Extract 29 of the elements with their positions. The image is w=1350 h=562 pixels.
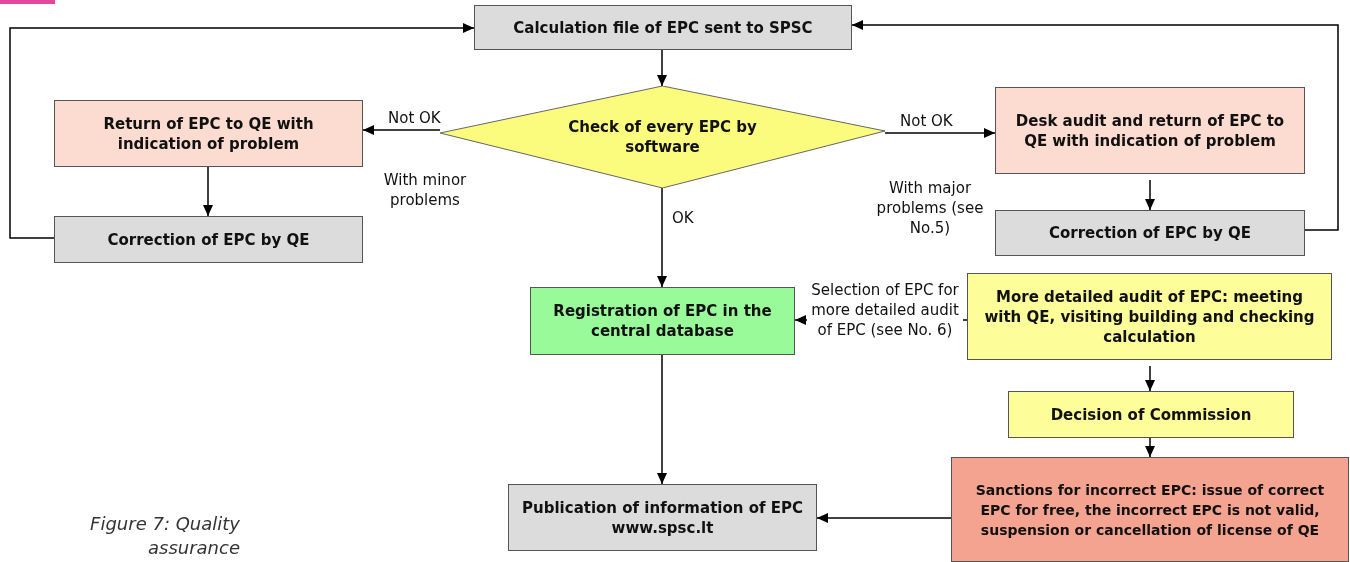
- edge-label: OK: [672, 208, 694, 229]
- arrow: [1145, 437, 1155, 458]
- process-box: Correction of EPC by QE: [995, 210, 1305, 256]
- arrow: [851, 20, 1339, 231]
- edge-label: Not OK: [900, 111, 953, 132]
- process-box: Calculation file of EPC sent to SPSC: [474, 5, 852, 50]
- arrow: [1145, 179, 1155, 211]
- process-box: Registration of EPC in the central database: [530, 287, 795, 355]
- arrow: [1145, 365, 1155, 392]
- annotation-text: With minor problems: [382, 170, 468, 210]
- arrow: [203, 166, 213, 217]
- process-box: Decision of Commission: [1008, 391, 1294, 438]
- arrow: [657, 187, 667, 288]
- arrow: [362, 125, 441, 135]
- arrow: [657, 49, 667, 87]
- process-box: More detailed audit of EPC: meeting with QE, visiting building and checking calculation: [967, 273, 1332, 360]
- edge-label: Selection of EPC for more detailed audit of EPC (see No. 6): [807, 280, 963, 340]
- process-box: Sanctions for incorrect EPC: issue of correct EPC for free, the incorrect EPC is not valid, suspension or cancellation of license of QE: [951, 457, 1349, 562]
- arrow: [816, 513, 952, 523]
- process-box: Return of EPC to QE with indication of problem: [54, 100, 363, 167]
- annotation-text: With major problems (see No.5): [875, 178, 985, 238]
- figure-caption: Figure 7: Quality assurance: [89, 512, 240, 560]
- process-box: Desk audit and return of EPC to QE with indication of problem: [995, 87, 1305, 174]
- process-box: Correction of EPC by QE: [54, 216, 363, 263]
- arrow: [9, 23, 475, 239]
- process-box: Publication of information of EPC www.spsc.lt: [508, 484, 817, 551]
- edge-label: Not OK: [388, 108, 441, 129]
- arrow: [884, 128, 996, 138]
- arrow: [657, 354, 667, 485]
